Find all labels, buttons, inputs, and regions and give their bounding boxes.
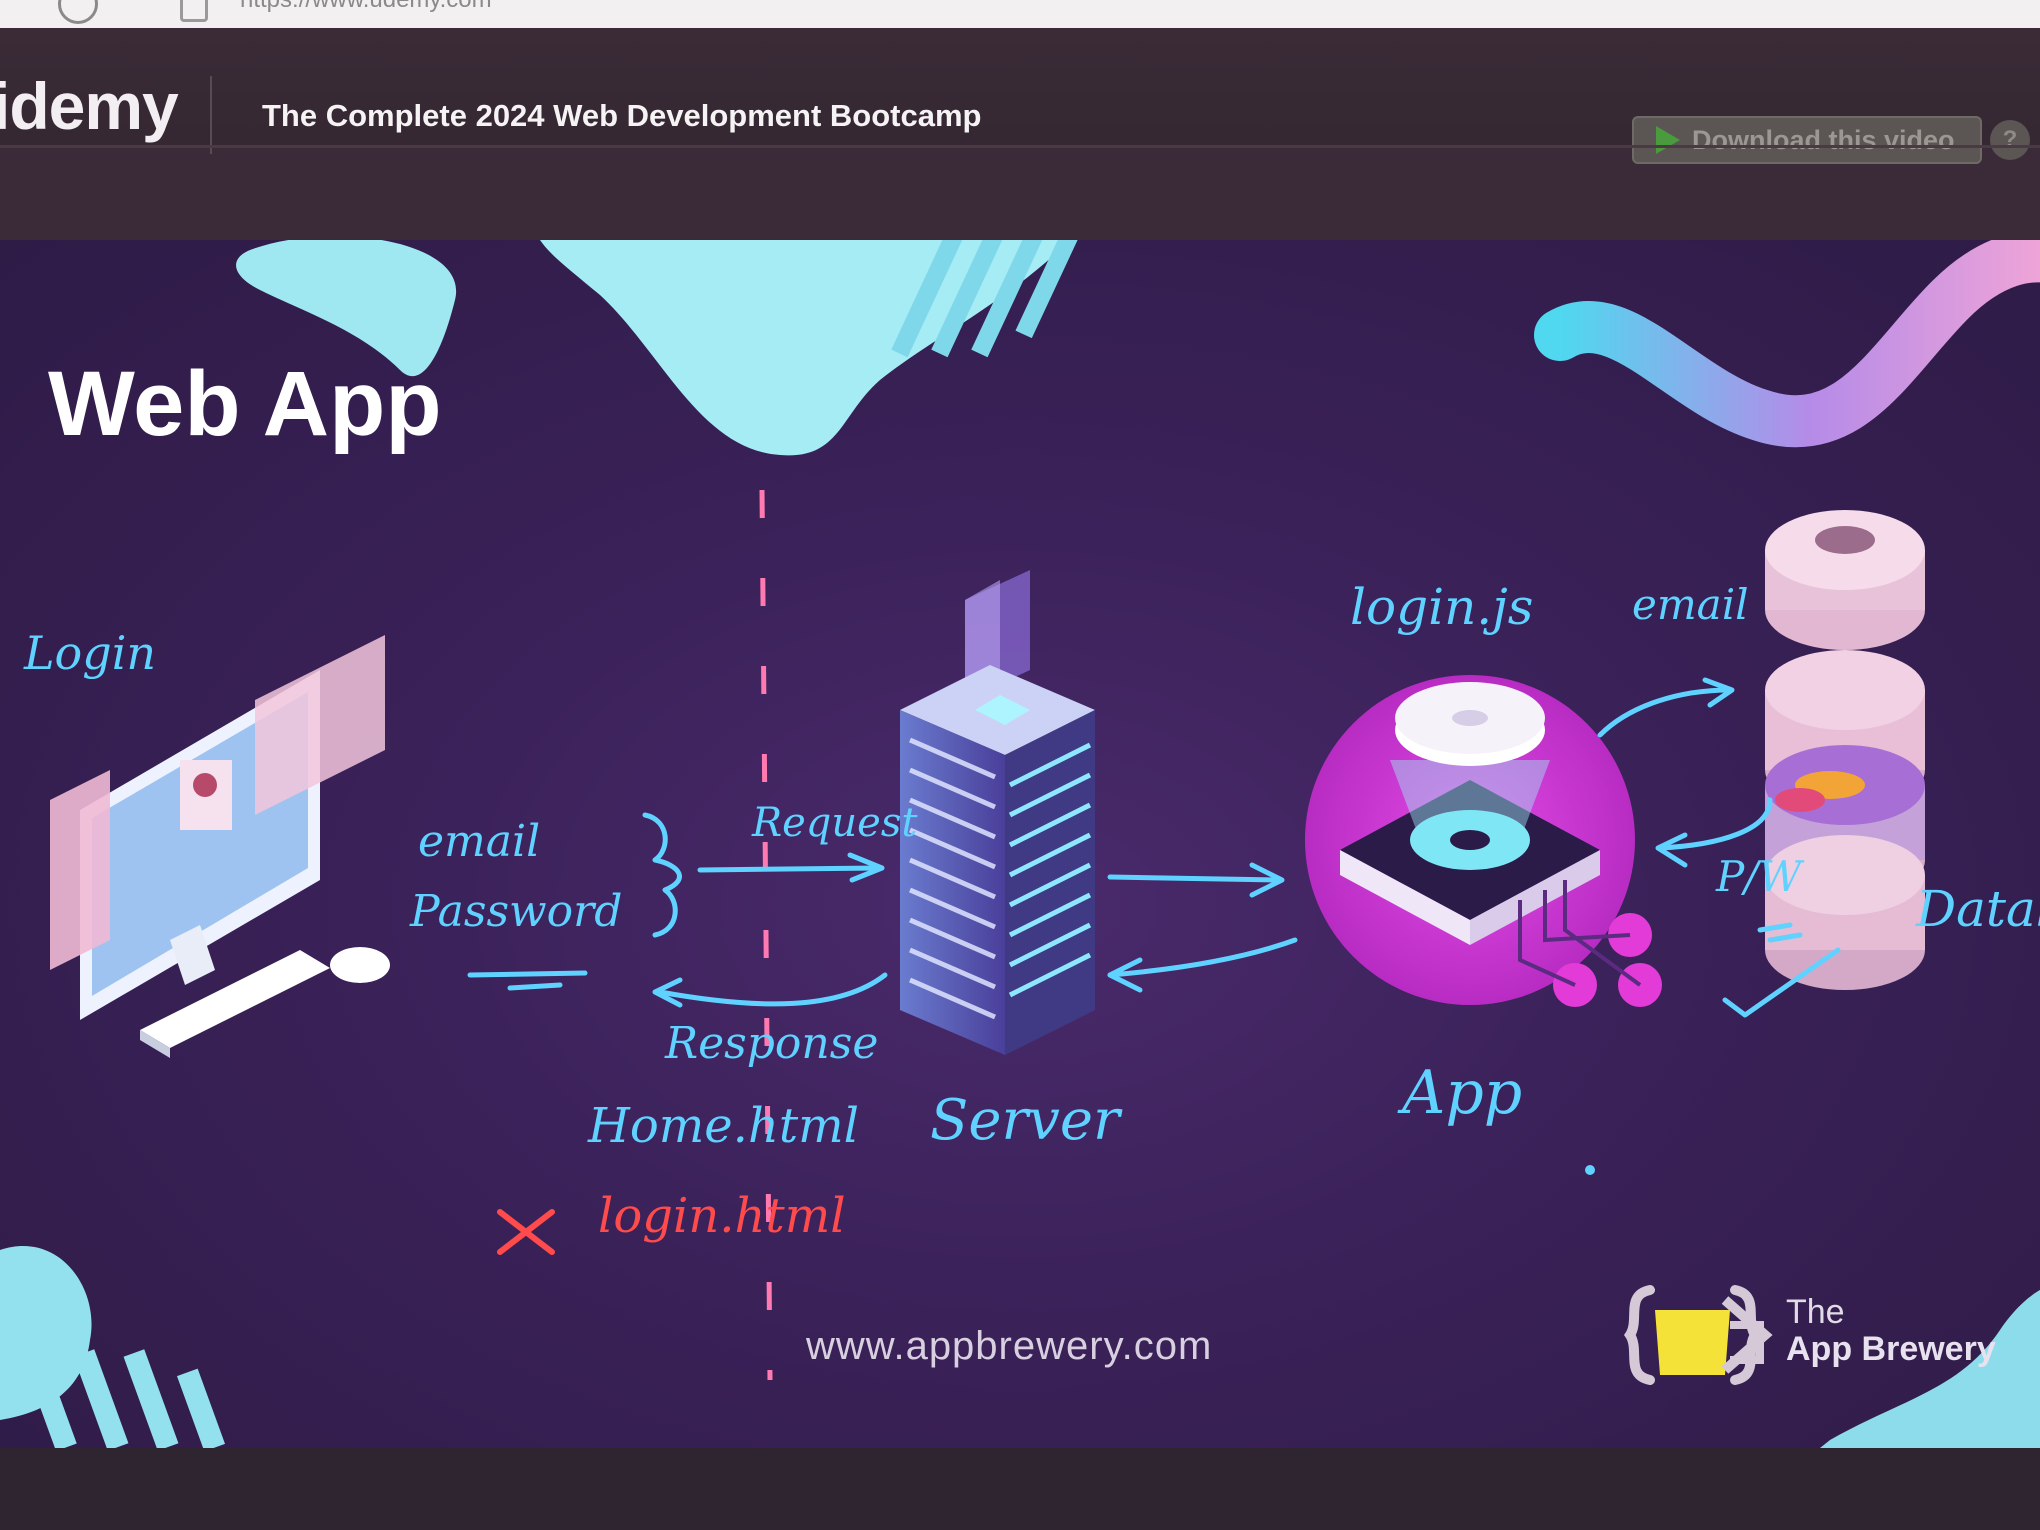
annotation-login-js: login.js [1350, 578, 1534, 636]
annotation-arrows [467, 677, 1841, 1018]
computer-illustration [50, 635, 390, 1058]
help-button[interactable]: ? [1990, 120, 2030, 160]
app-illustration [1305, 675, 1662, 1007]
dashed-divider [759, 489, 773, 1381]
annotation-password: Password [410, 886, 623, 937]
brand-the-label: The [1786, 1293, 1845, 1331]
browser-toolbar: https://www.udemy.com [0, 0, 2040, 28]
brand-name-label: App Brewery [1786, 1330, 1996, 1368]
annotation-app: App [1402, 1058, 1523, 1128]
decor-blob-top-center [540, 240, 1083, 456]
annotation-server: Server [930, 1088, 1120, 1153]
address-bar[interactable]: https://www.udemy.com [240, 0, 492, 14]
page-info-icon[interactable] [180, 0, 208, 22]
annotation-login-html: login.html [598, 1188, 846, 1244]
decor-wave-top-right [1534, 240, 2040, 448]
annotation-response: Response [665, 1018, 879, 1069]
database-illustration [1765, 510, 1925, 990]
player-bottom-area [0, 1448, 2040, 1530]
header-divider [210, 76, 212, 154]
download-video-button[interactable]: Download this video [1632, 116, 1982, 164]
download-video-label: Download this video [1692, 124, 1955, 155]
annotation-email-right: email [1632, 580, 1749, 629]
slide-title: Web App [48, 353, 442, 455]
play-icon [1656, 126, 1680, 154]
annotation-login: Login [24, 626, 157, 680]
annotation-dot [1585, 1165, 1595, 1175]
decor-blob-top-left [236, 240, 457, 376]
reload-icon[interactable] [58, 0, 98, 24]
course-title[interactable]: The Complete 2024 Web Development Bootca… [262, 98, 982, 133]
app-brewery-logo-icon [1623, 1285, 1773, 1385]
decor-blob-bottom-right [1820, 1290, 2040, 1448]
annotation-email: email [418, 816, 541, 867]
annotation-pw: P/W [1716, 852, 1802, 901]
video-frame[interactable]: Web App Login email Password Request Res… [0, 240, 2040, 1448]
site-url: www.appbrewery.com [806, 1324, 1213, 1368]
course-header: idemy The Complete 2024 Web Development … [0, 28, 2040, 164]
annotation-home-html: Home.html [588, 1098, 860, 1154]
decor-blob-bottom-left [0, 1246, 226, 1448]
annotation-request: Request [752, 800, 918, 846]
slide-illustration [0, 240, 2040, 1448]
annotation-x-mark [497, 1209, 555, 1255]
annotation-database: Datab [1916, 880, 2040, 938]
udemy-logo[interactable]: idemy [0, 69, 179, 143]
server-illustration [900, 570, 1095, 1055]
header-separator [0, 145, 2040, 148]
